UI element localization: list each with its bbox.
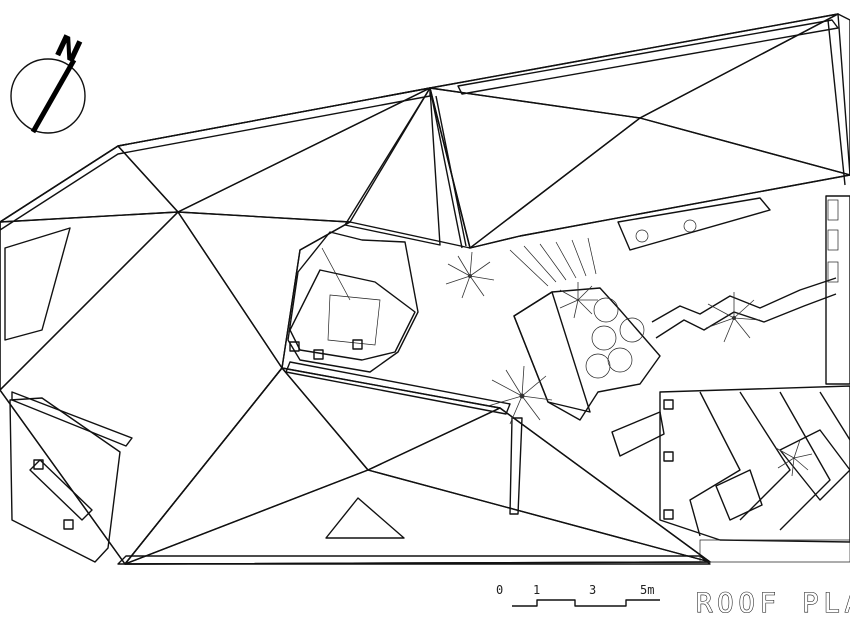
north-roof	[429, 13, 850, 249]
south-roof	[117, 361, 711, 565]
walkway	[651, 195, 850, 385]
north-arrow-icon	[30, 58, 77, 134]
west-roof	[0, 87, 471, 565]
tree-1	[445, 251, 495, 299]
sw-wing	[9, 397, 121, 563]
scale-label-3: 3	[589, 583, 596, 597]
scale-label-1: 1	[533, 583, 540, 597]
scale-label-5m: 5m	[640, 583, 654, 597]
nw-roof	[344, 87, 467, 249]
counter-strip	[617, 197, 771, 251]
north-arrow-circle	[10, 58, 86, 134]
decking	[611, 385, 850, 563]
tree-3	[559, 282, 598, 319]
pavilion-west	[287, 231, 419, 373]
pavilion-central	[513, 287, 661, 421]
scale-label-0: 0	[496, 583, 503, 597]
stair-fan	[509, 237, 597, 287]
north-letter: N	[49, 28, 87, 70]
scale-bar: 0 1 3 5m	[496, 583, 660, 607]
north-arrow: N	[10, 28, 87, 134]
drawing-title: ROOF PLA	[696, 588, 850, 619]
tree-4	[705, 292, 761, 343]
tree-2	[487, 365, 553, 425]
tree-5	[775, 439, 813, 477]
